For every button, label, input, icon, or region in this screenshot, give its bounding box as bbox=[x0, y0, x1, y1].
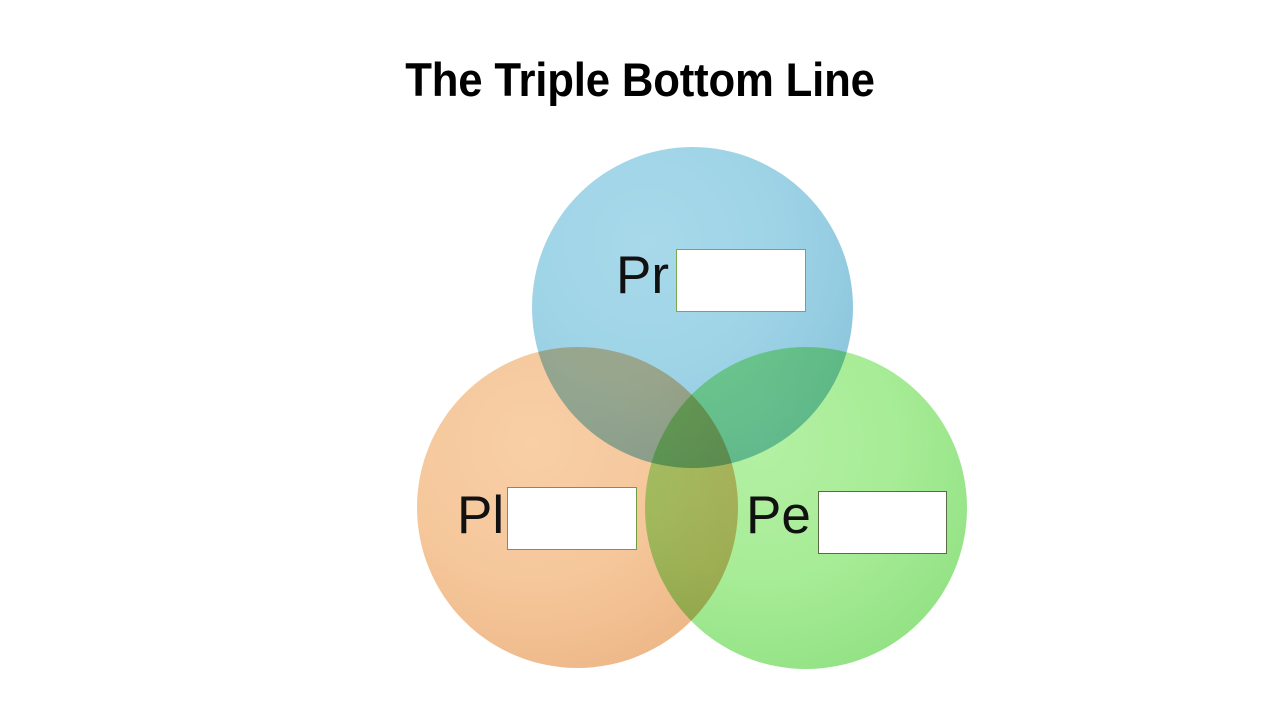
cover-box-planet[interactable] bbox=[507, 487, 637, 550]
venn-label-people: Pe bbox=[746, 486, 811, 545]
venn-label-planet: Pl bbox=[457, 486, 505, 545]
cover-box-people[interactable] bbox=[818, 491, 947, 554]
venn-label-profit: Pr bbox=[616, 246, 669, 305]
page-title: The Triple Bottom Line bbox=[405, 53, 875, 106]
cover-box-profit[interactable] bbox=[676, 249, 806, 312]
